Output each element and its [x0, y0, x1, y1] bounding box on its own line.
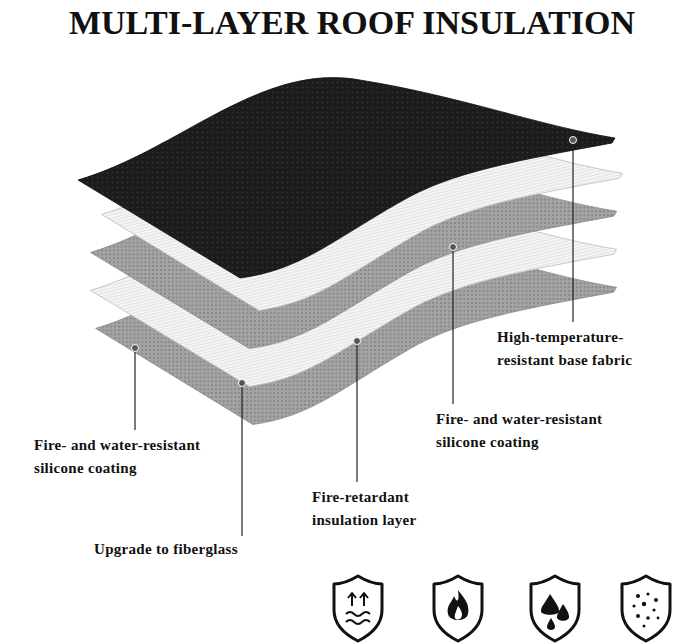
base-fabric-layer: [78, 78, 615, 278]
callout-label: Fire- and water-resistant silicone coati…: [34, 434, 234, 479]
callout-label: Fire-retardant insulation layer: [312, 486, 462, 531]
callout-label: High-temperature-resistant base fabric: [497, 326, 675, 371]
leader-dots: [132, 137, 577, 387]
feature-icons: [334, 576, 670, 641]
callout-label: Fire- and water-resistant silicone coati…: [436, 408, 636, 453]
diagram-title: MULTI-LAYER ROOF INSULATION: [69, 4, 635, 41]
callout-label: Upgrade to fiberglass: [94, 538, 294, 561]
